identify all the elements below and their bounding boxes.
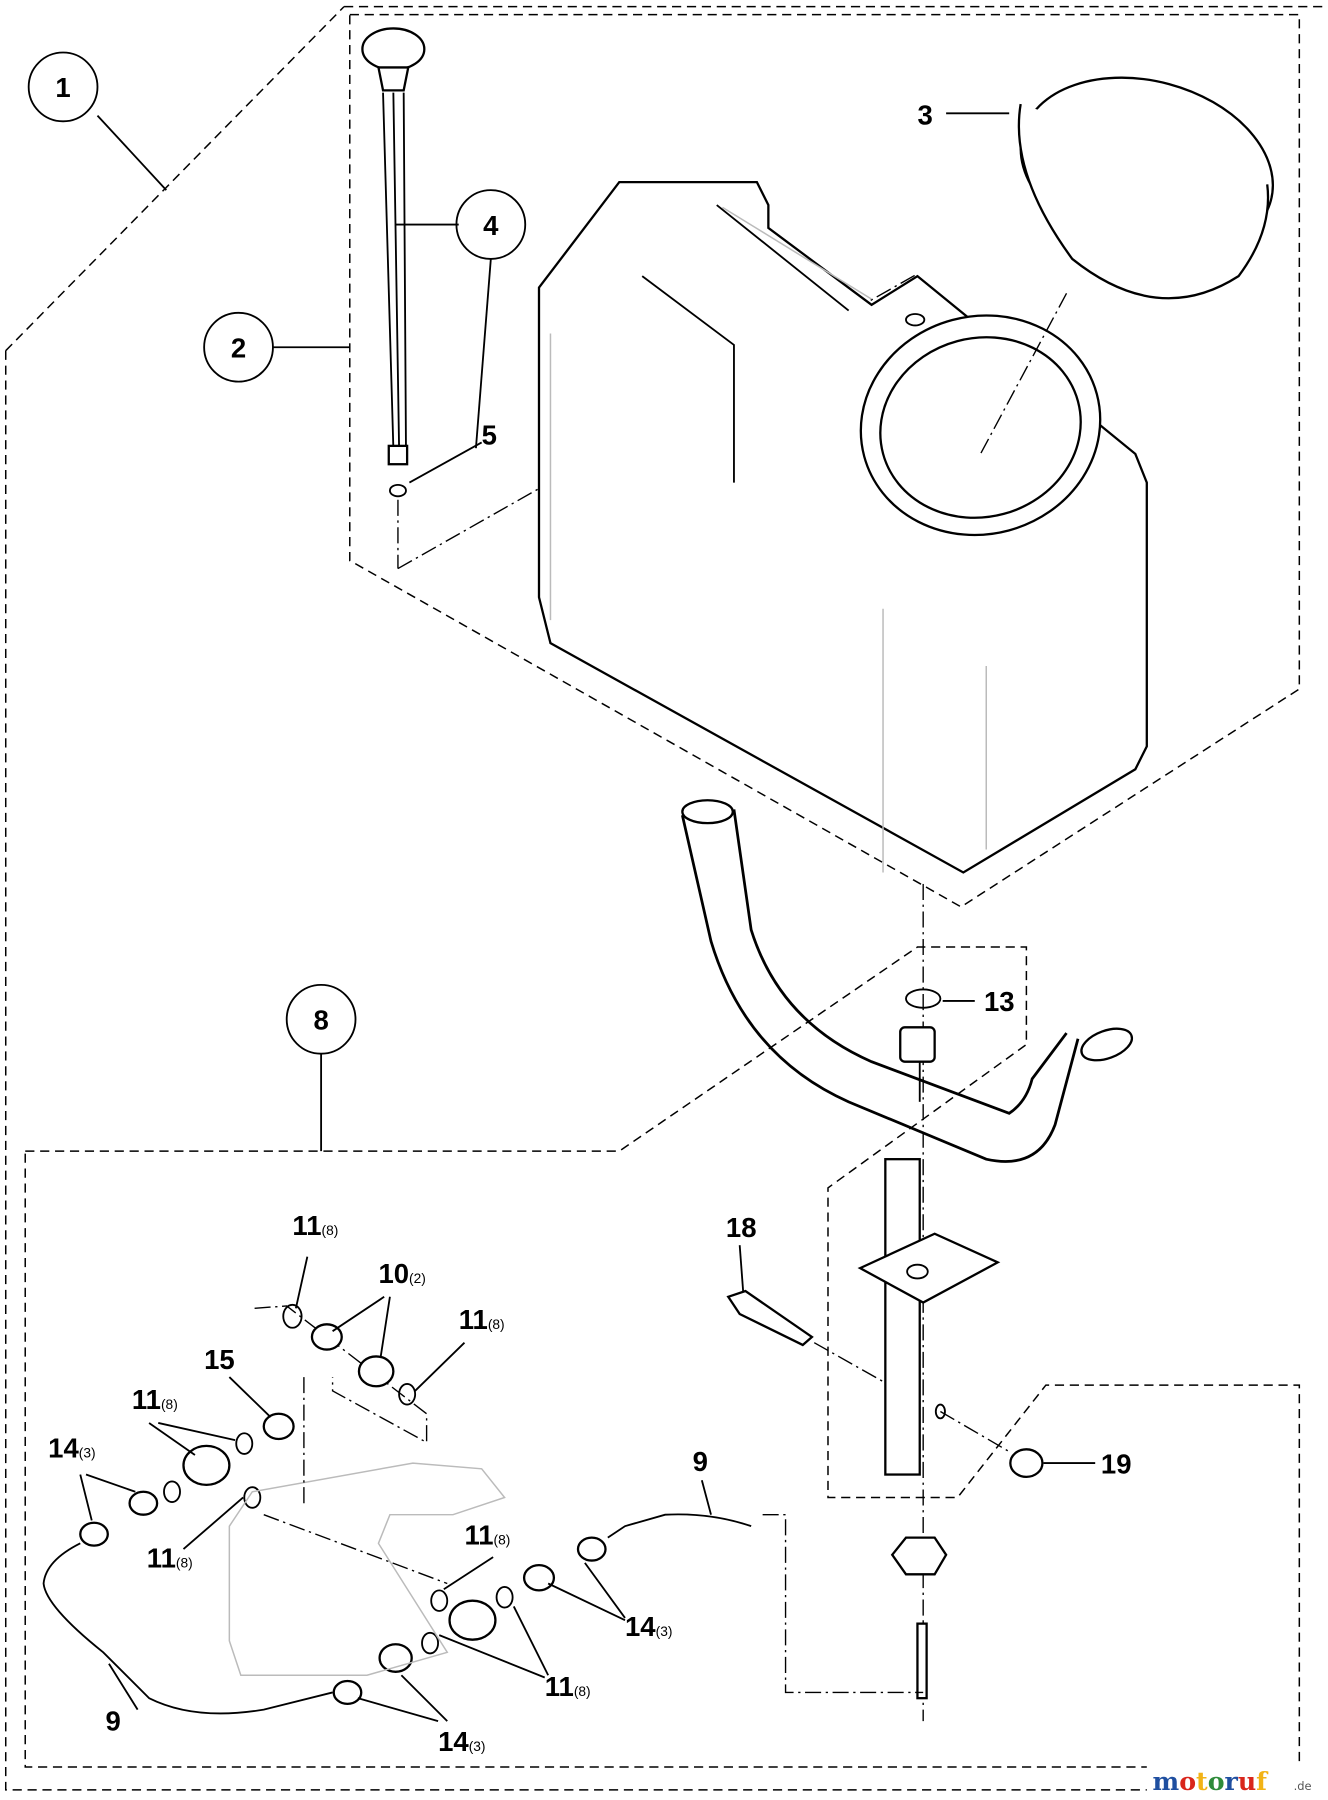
svg-text:1: 1 xyxy=(55,72,70,103)
svg-text:.de: .de xyxy=(1294,1779,1312,1793)
watermark-letter: f xyxy=(1256,1766,1269,1796)
dipstick xyxy=(361,27,426,498)
callout-3: 3 xyxy=(917,100,932,131)
callout-11-d: 11(8) xyxy=(147,1542,193,1573)
callout-11-c: 11(8) xyxy=(132,1384,178,1415)
watermark-letter: u xyxy=(1238,1766,1256,1796)
watermark-letter: o xyxy=(1179,1766,1196,1796)
callout-8: 8 xyxy=(285,983,357,1055)
callout-labels: 3 5 13 18 19 11(8) 10(2) 11(8) 15 11(8) … xyxy=(48,100,1131,1757)
svg-text:2: 2 xyxy=(231,333,246,364)
callout-14-a: 14(3) xyxy=(48,1432,95,1463)
callout-11-f: 11(8) xyxy=(545,1671,591,1702)
callout-5: 5 xyxy=(482,420,497,451)
callout-4: 4 xyxy=(455,189,527,260)
watermark-logo: motoruf .de xyxy=(1146,1764,1328,1800)
callout-9-a: 9 xyxy=(693,1446,708,1477)
tank-cap xyxy=(1017,76,1274,300)
callout-1: 1 xyxy=(27,51,99,123)
callout-11-b: 11(8) xyxy=(459,1304,505,1335)
tank xyxy=(537,180,1148,874)
callout-11-a: 11(8) xyxy=(292,1210,338,1241)
callout-2: 2 xyxy=(203,311,274,383)
watermark-letter: m xyxy=(1153,1766,1180,1796)
callout-14-c: 14(3) xyxy=(438,1726,485,1757)
callout-11-e: 11(8) xyxy=(464,1520,510,1551)
callout-9-b: 9 xyxy=(106,1705,121,1736)
callout-15: 15 xyxy=(204,1344,235,1375)
callout-19: 19 xyxy=(1101,1448,1132,1479)
svg-text:motoruf: motoruf xyxy=(1153,1766,1270,1796)
svg-text:4: 4 xyxy=(483,210,499,241)
handle-frame xyxy=(681,799,1134,1476)
assembly-1-boundary xyxy=(4,5,1328,1791)
svg-text:8: 8 xyxy=(313,1005,328,1036)
callout-18: 18 xyxy=(726,1212,757,1243)
watermark-letter: t xyxy=(1196,1766,1208,1796)
watermark-letter: o xyxy=(1208,1766,1225,1796)
fittings xyxy=(42,1303,924,1715)
callout-10: 10(2) xyxy=(378,1258,425,1289)
assembly-2-boundary xyxy=(349,13,1301,908)
callout-13: 13 xyxy=(984,986,1015,1017)
watermark-letter: r xyxy=(1225,1766,1239,1796)
callout-14-b: 14(3) xyxy=(625,1611,672,1642)
